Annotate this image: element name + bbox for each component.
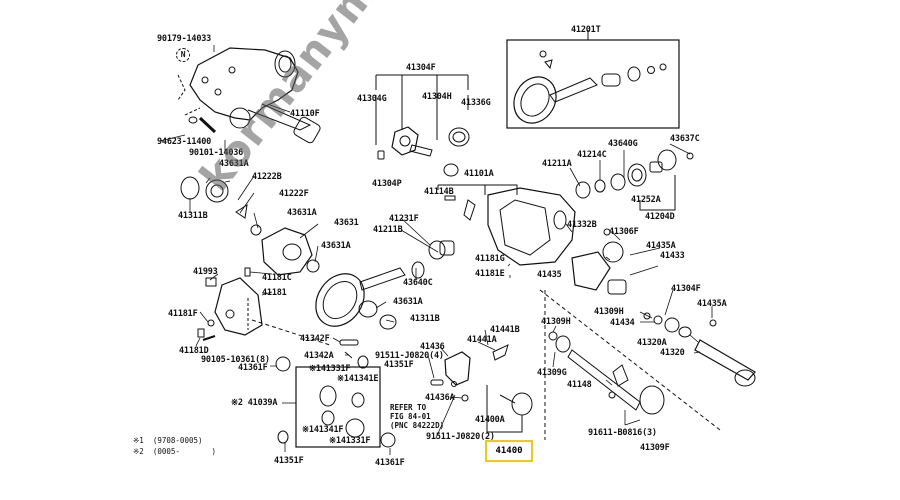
part-label-41039A[interactable]: ※2 41039A	[231, 398, 278, 408]
part-label-41214C[interactable]: 41214C	[577, 150, 607, 160]
part-label-41181C[interactable]: 41181C	[262, 273, 292, 283]
part-label-43637C[interactable]: 43637C	[670, 134, 700, 144]
axle-shaft-drawing	[548, 228, 756, 415]
part-label-41993[interactable]: 41993	[193, 267, 218, 277]
legend-note-2: ※2 (0005- )	[133, 447, 217, 456]
differential-case-drawing	[180, 176, 320, 276]
part-label-41342F[interactable]: 41342F	[300, 334, 330, 344]
ring-pinion-kit-drawing	[506, 30, 680, 129]
part-label-41211A[interactable]: 41211A	[542, 159, 572, 169]
part-label-41436A[interactable]: 41436A	[425, 393, 455, 403]
part-label-41309H-2[interactable]: 41309H	[541, 317, 571, 327]
part-label-41320[interactable]: 41320	[660, 348, 685, 358]
pinion-bearing-row-drawing	[575, 149, 694, 211]
side-gear-kit-box	[295, 366, 381, 448]
part-label-41433[interactable]: 41433	[660, 251, 685, 261]
part-label-94623-11400[interactable]: 94623-11400	[157, 137, 212, 147]
part-label-41361F-1[interactable]: 41361F	[238, 363, 268, 373]
part-label-41148[interactable]: 41148	[567, 380, 592, 390]
part-label-43631A-1[interactable]: 43631A	[219, 159, 249, 169]
part-label-41304F-top[interactable]: 41304F	[406, 63, 436, 73]
part-label-41435A-1[interactable]: 41435A	[646, 241, 676, 251]
part-label-90179-14033[interactable]: 90179-14033	[157, 34, 212, 44]
part-label-91611-B0816[interactable]: 91611-B0816(3)	[588, 428, 657, 438]
part-label-41309F[interactable]: 41309F	[640, 443, 670, 453]
part-label-41304P[interactable]: 41304P	[372, 179, 402, 189]
part-label-41341E-1[interactable]: ※141341E	[337, 374, 379, 384]
part-label-41332B[interactable]: 41332B	[567, 220, 597, 230]
notation-n-icon: N	[176, 48, 190, 62]
part-label-41181[interactable]: 41181	[262, 288, 287, 298]
part-label-41441A[interactable]: 41441A	[467, 335, 497, 345]
part-label-41181E[interactable]: 41181E	[475, 269, 505, 279]
part-label-91511-J0820-4[interactable]: 91511-J0820(4)	[375, 351, 444, 361]
part-label-41336G[interactable]: 41336G	[461, 98, 491, 108]
part-label-41181D[interactable]: 41181D	[179, 346, 209, 356]
part-label-41114B[interactable]: 41114B	[424, 187, 454, 197]
assembly-dashed-lines	[251, 289, 721, 440]
part-label-41351F-2[interactable]: 41351F	[384, 360, 414, 370]
refer-note: REFER TO FIG 84-01 (PNC 84222D)	[390, 403, 445, 430]
part-label-41434[interactable]: 41434	[610, 318, 635, 328]
differential-housing-drawing	[411, 184, 576, 279]
part-label-41211B[interactable]: 41211B	[373, 225, 403, 235]
part-label-43631[interactable]: 43631	[334, 218, 359, 228]
part-label-43631A-4[interactable]: 43631A	[393, 297, 423, 307]
part-label-41309H-1[interactable]: 41309H	[594, 307, 624, 317]
part-label-41201T[interactable]: 41201T	[571, 25, 601, 35]
pinion-shaft-drawing	[275, 339, 396, 448]
carrier-assembly-drawing	[177, 47, 321, 144]
part-label-41304G[interactable]: 41304G	[357, 94, 387, 104]
part-label-41306F[interactable]: 41306F	[609, 227, 639, 237]
part-label-43640C[interactable]: 43640C	[403, 278, 433, 288]
part-label-41361F-2[interactable]: 41361F	[375, 458, 405, 468]
part-label-41441B[interactable]: 41441B	[490, 325, 520, 335]
part-label-41311B-2[interactable]: 41311B	[410, 314, 440, 324]
actuator-drawing	[430, 344, 533, 433]
part-label-43631A-3[interactable]: 43631A	[321, 241, 351, 251]
part-label-90105-10361[interactable]: 90105-10361(8)	[201, 355, 270, 365]
part-label-41101A[interactable]: 41101A	[464, 169, 494, 179]
ring-gear-drawing	[315, 267, 406, 330]
part-label-41110F[interactable]: 41110F	[290, 109, 320, 119]
legend-note-1: ※1 (9708-0005)	[133, 436, 203, 445]
part-label-41331F-2[interactable]: ※141331F	[329, 436, 371, 446]
part-label-41331F-1[interactable]: ※141331F	[309, 364, 351, 374]
part-label-41311B-1[interactable]: 41311B	[178, 211, 208, 221]
part-label-41435[interactable]: 41435	[537, 270, 562, 280]
part-label-41222B[interactable]: 41222B	[252, 172, 282, 182]
highlighted-part-41400[interactable]: 41400	[485, 440, 533, 462]
part-label-41400A[interactable]: 41400A	[475, 415, 505, 425]
part-label-91511-J0820-2[interactable]: 91511-J0820(2)	[426, 432, 495, 442]
part-label-41181G[interactable]: 41181G	[475, 254, 505, 264]
part-label-90101-14036[interactable]: 90101-14036	[189, 148, 244, 158]
part-label-43640G[interactable]: 43640G	[608, 139, 638, 149]
part-label-41341F-2[interactable]: ※141341F	[302, 425, 344, 435]
part-label-41231F[interactable]: 41231F	[389, 214, 419, 224]
part-label-41304F-2[interactable]: 41304F	[671, 284, 701, 294]
part-label-41309G[interactable]: 41309G	[537, 368, 567, 378]
part-label-41304H[interactable]: 41304H	[422, 92, 452, 102]
part-label-41204D[interactable]: 41204D	[645, 212, 675, 222]
part-label-41436[interactable]: 41436	[420, 342, 445, 352]
part-label-41222F[interactable]: 41222F	[279, 189, 309, 199]
part-label-41435A-2[interactable]: 41435A	[697, 299, 727, 309]
companion-flange-group-drawing	[375, 74, 470, 177]
part-label-41252A[interactable]: 41252A	[631, 195, 661, 205]
part-label-41351F-1[interactable]: 41351F	[274, 456, 304, 466]
part-label-43631A-2[interactable]: 43631A	[287, 208, 317, 218]
leader-lines	[159, 45, 713, 455]
differential-cover-drawing	[197, 267, 263, 341]
part-label-41342A[interactable]: 41342A	[304, 351, 334, 361]
part-label-41181F[interactable]: 41181F	[168, 309, 198, 319]
part-label-41320A[interactable]: 41320A	[637, 338, 667, 348]
